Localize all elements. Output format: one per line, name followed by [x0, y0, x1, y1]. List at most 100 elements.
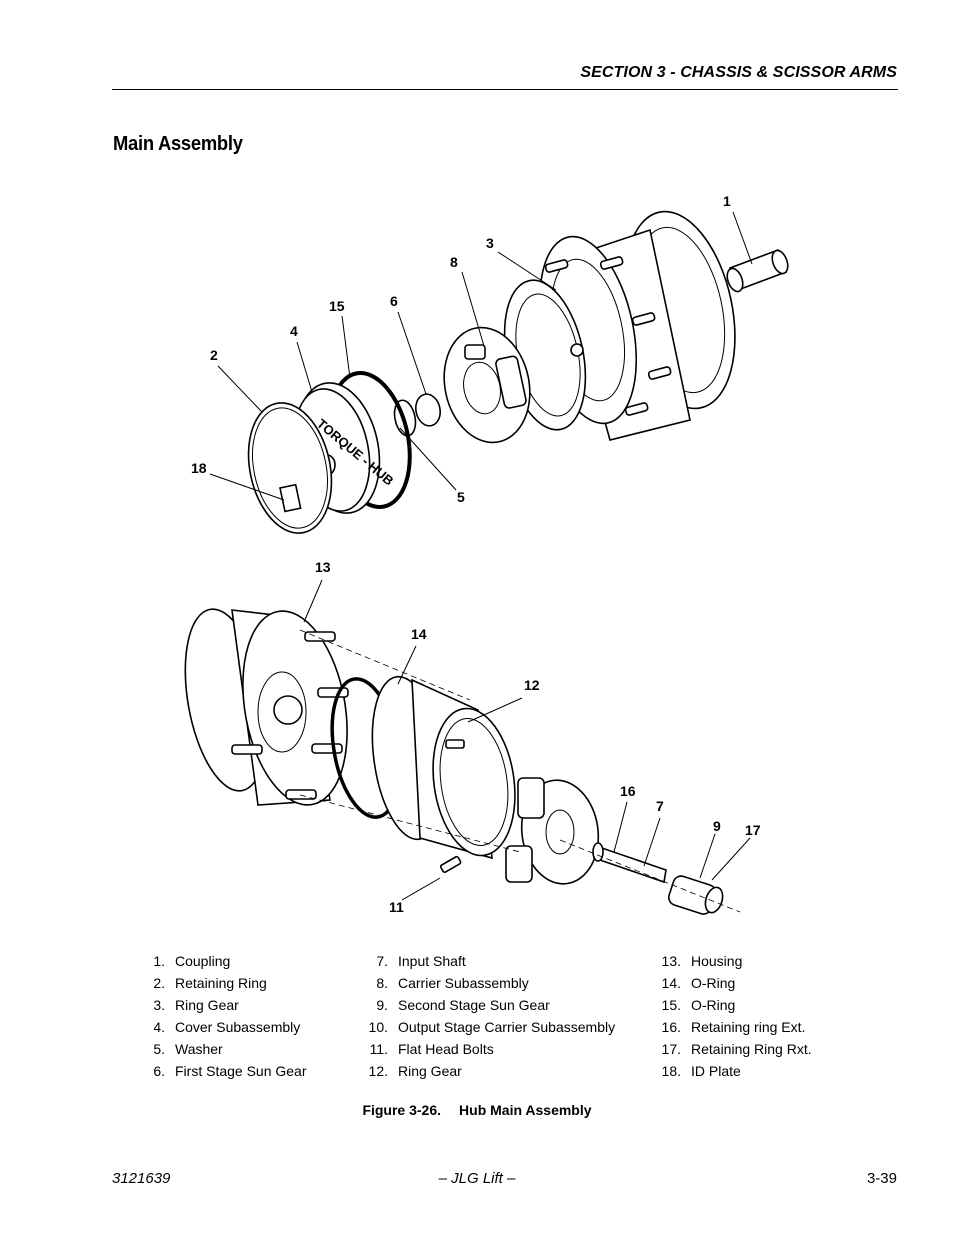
figure-title: Hub Main Assembly	[459, 1102, 592, 1118]
legend-label: Ring Gear	[398, 1063, 462, 1079]
legend-item: 13. Housing	[662, 950, 812, 972]
legend-item: 12. Ring Gear	[369, 1060, 615, 1082]
legend-label: First Stage Sun Gear	[175, 1063, 307, 1079]
section-header: SECTION 3 - CHASSIS & SCISSOR ARMS	[580, 64, 897, 81]
legend-item: 3. Ring Gear	[153, 994, 307, 1016]
legend-number: 3.	[153, 997, 165, 1013]
footer-publisher: – JLG Lift –	[438, 1170, 516, 1187]
page-title: Main Assembly	[113, 133, 243, 155]
legend-label: Retaining Ring	[175, 975, 267, 991]
legend-number: 16.	[661, 1019, 681, 1035]
retaining-ring-inner	[252, 407, 328, 529]
legend-number: 1.	[153, 953, 165, 969]
axis-lines	[299, 629, 741, 913]
legend-number: 4.	[153, 1019, 165, 1035]
legend-item: 1.Coupling	[153, 950, 307, 972]
housing-bearing	[257, 671, 307, 753]
callout-8: 8	[450, 254, 458, 270]
callout-18: 18	[191, 460, 207, 476]
coupling	[726, 248, 789, 293]
legend-number: 14.	[661, 975, 681, 991]
callout-4: 4	[290, 323, 298, 339]
legend-label: Output Stage Carrier Subassembly	[398, 1019, 616, 1035]
legend-label: Second Stage Sun Gear	[398, 997, 550, 1013]
legend-number: 8.	[376, 975, 388, 991]
callout-11: 11	[389, 899, 404, 915]
legend-item: 14. O-Ring	[662, 972, 812, 994]
legend-label: Input Shaft	[398, 953, 466, 969]
retaining-ring-ext	[592, 842, 604, 862]
figure-number: Figure 3-26.	[362, 1102, 442, 1118]
legend-label: Housing	[691, 953, 743, 969]
legend-item: 11. Flat Head Bolts	[370, 1038, 615, 1060]
legend-item: 4. Cover Subassembly	[153, 1016, 307, 1038]
first-stage-sun-gear	[414, 393, 442, 427]
legend-item: 15. O-Ring	[662, 994, 812, 1016]
legend-column-2: 7. Input Shaft 8. Carrier Subassembly 9. Se…	[369, 950, 616, 1082]
legend-label: ID Plate	[691, 1063, 741, 1079]
legend-number: 15.	[661, 997, 681, 1013]
callout-12: 12	[524, 677, 540, 693]
legend-number: 17.	[661, 1041, 681, 1057]
retaining-ring-rxt	[704, 886, 724, 914]
legend-item: 2. Retaining Ring	[153, 972, 307, 994]
legend-number: 18.	[661, 1063, 681, 1079]
exploded-assembly-figure: TORQUE - HUB	[184, 193, 789, 915]
legend-number: 6.	[153, 1063, 165, 1079]
legend-number: 12.	[368, 1063, 388, 1079]
ring-gear-pin	[570, 343, 584, 357]
footer-page-number: 3-39	[866, 1170, 897, 1187]
callout-13: 13	[315, 559, 331, 575]
legend-label: Carrier Subassembly	[398, 975, 529, 991]
legend-number: 2.	[153, 975, 165, 991]
footer-doc-number: 3121639	[112, 1170, 171, 1187]
legend-number: 9.	[376, 997, 388, 1013]
legend-column-3: 13. Housing 14. O-Ring 15. O-Ring 16. Retain…	[662, 950, 812, 1082]
callout-14: 14	[411, 626, 427, 642]
callout-16: 16	[620, 783, 636, 799]
legend-label: Ring Gear	[175, 997, 239, 1013]
legend-item: 17. Retaining Ring Rxt.	[662, 1038, 812, 1060]
legend-number: 11.	[369, 1041, 388, 1057]
callout-1: 1	[723, 193, 731, 209]
callout-15: 15	[329, 298, 345, 314]
flat-head-bolt-upper	[445, 739, 465, 749]
legend-number: 7.	[376, 953, 388, 969]
legend-item: 5. Washer	[153, 1038, 307, 1060]
figure-caption: Figure 3-26. Hub Main Assembly	[0, 1102, 954, 1118]
callout-5: 5	[457, 489, 465, 505]
retaining-ring	[247, 402, 333, 534]
callout-6: 6	[390, 293, 398, 309]
legend-item: 8. Carrier Subassembly	[376, 972, 615, 994]
callout-9: 9	[713, 818, 721, 834]
legend-label: Retaining ring Ext.	[691, 1019, 806, 1035]
legend-number: 5.	[153, 1041, 165, 1057]
ring-gear-12-bore	[439, 717, 509, 847]
legend-label: Cover Subassembly	[175, 1019, 301, 1035]
flat-head-bolt-lower	[439, 855, 462, 873]
legend-item: 7. Input Shaft	[376, 950, 615, 972]
upper-leader-lines	[209, 211, 753, 501]
legend-number: 13.	[661, 953, 681, 969]
callout-17: 17	[745, 822, 761, 838]
hub-studs	[544, 256, 672, 416]
legend-item: 16. Retaining ring Ext.	[662, 1016, 812, 1038]
housing-bore	[273, 695, 303, 725]
output-stage-carrier	[505, 777, 600, 885]
lower-leader-lines	[303, 579, 751, 901]
callout-3: 3	[486, 235, 494, 251]
legend-label: Flat Head Bolts	[398, 1041, 494, 1057]
input-shaft	[593, 844, 667, 884]
legend-label: Retaining Ring Rxt.	[691, 1041, 812, 1057]
legend-item: 18. ID Plate	[662, 1060, 812, 1082]
legend-item: 6. First Stage Sun Gear	[153, 1060, 307, 1082]
header-rule	[112, 89, 898, 90]
legend-label: Washer	[175, 1041, 223, 1057]
legend-item: 10.Output Stage Carrier Subassembly	[369, 1016, 616, 1038]
callout-2: 2	[210, 347, 218, 363]
legend-label: O-Ring	[691, 975, 736, 991]
legend-label: O-Ring	[691, 997, 736, 1013]
legend-column-1: 1.Coupling 2.Retaining Ring 3.Ring Gear …	[153, 950, 307, 1082]
legend-item: 9. Second Stage Sun Gear	[376, 994, 615, 1016]
callout-7: 7	[656, 798, 664, 814]
